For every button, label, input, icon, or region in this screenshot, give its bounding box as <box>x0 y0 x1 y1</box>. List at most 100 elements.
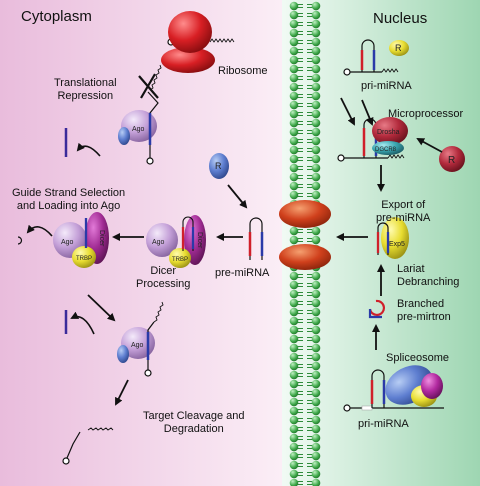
phospholipid-head <box>311 397 321 407</box>
arrow-to-degradation <box>115 379 129 406</box>
phospholipid-head <box>311 19 321 29</box>
phospholipid-head <box>289 181 299 191</box>
phospholipid-head <box>289 478 299 486</box>
svg-text:Dicer: Dicer <box>196 232 203 249</box>
phospholipid-head <box>311 163 321 173</box>
r-protein-cytoplasm: R <box>209 153 229 179</box>
spliceosome-label: Spliceosome <box>386 352 449 364</box>
phospholipid-head <box>289 280 299 290</box>
svg-text:TRBP: TRBP <box>76 256 92 262</box>
phospholipid-head <box>289 334 299 344</box>
svg-text:Ago: Ago <box>131 342 144 349</box>
arrow-guide-to-cleavage <box>87 294 116 322</box>
pri-mirna-bottom-label: pri-miRNA <box>358 418 409 430</box>
arrow-pri-to-microprocessor-a <box>340 97 355 126</box>
phospholipid-head <box>289 10 299 20</box>
phospholipid-head <box>311 82 321 92</box>
phospholipid-head <box>311 316 321 326</box>
phospholipid-head <box>289 127 299 137</box>
phospholipid-head <box>311 307 321 317</box>
microprocessor-label: Microprocessor <box>388 108 464 120</box>
phospholipid-head <box>311 10 321 20</box>
phospholipid-head <box>311 136 321 146</box>
phospholipid-head <box>289 424 299 434</box>
phospholipid-head <box>289 73 299 83</box>
phospholipid-head <box>289 100 299 110</box>
svg-text:TRBP: TRBP <box>172 257 188 263</box>
phospholipid-head <box>289 19 299 29</box>
phospholipid-head <box>289 469 299 479</box>
drosha <box>372 117 408 145</box>
lariat-debranching-label: Lariat Debranching <box>397 263 460 288</box>
phospholipid-head <box>311 433 321 443</box>
phospholipid-head <box>289 46 299 56</box>
arrow-r-release <box>227 184 248 209</box>
svg-text:DGCR8: DGCR8 <box>375 147 397 153</box>
phospholipid-head <box>311 388 321 398</box>
exportin5-complex: Exp5 <box>376 217 409 259</box>
phospholipid-head <box>289 271 299 281</box>
phospholipid-head <box>311 1 321 11</box>
phospholipid-head <box>289 388 299 398</box>
phospholipid-head <box>289 325 299 335</box>
phospholipid-head <box>311 343 321 353</box>
dicer-dicer-processing <box>184 215 206 265</box>
phospholipid-head <box>311 109 321 119</box>
phospholipid-head <box>311 100 321 110</box>
discard-arrow-3 <box>70 311 95 335</box>
svg-text:R: R <box>215 161 222 171</box>
dicer-processing-label: Dicer Processing <box>136 265 191 290</box>
spliceosome-magenta <box>421 373 443 399</box>
ribosome-small-subunit <box>161 47 215 73</box>
phospholipid-head <box>289 433 299 443</box>
phospholipid-head <box>289 235 299 245</box>
phospholipid-head <box>311 55 321 65</box>
translational-repression-mrna: Ago <box>118 64 162 165</box>
phospholipid-head <box>311 73 321 83</box>
ago-target-complex: Ago <box>117 301 164 377</box>
phospholipid-head <box>289 397 299 407</box>
phospholipid-head <box>289 298 299 308</box>
phospholipid-head <box>311 460 321 470</box>
phospholipid-head <box>289 451 299 461</box>
released-passenger-loop <box>17 236 23 245</box>
cytoplasm-background <box>0 0 282 486</box>
phospholipid-head <box>311 289 321 299</box>
svg-text:R: R <box>395 43 402 53</box>
r-protein-microprocessor: R <box>439 146 465 172</box>
phospholipid-head <box>289 55 299 65</box>
phospholipid-head <box>289 82 299 92</box>
phospholipid-head <box>311 64 321 74</box>
discard-arrow-1 <box>76 142 101 157</box>
export-label: Export of pre-miRNA <box>376 199 431 224</box>
phospholipid-head <box>289 289 299 299</box>
guide-domain-target <box>117 345 129 363</box>
phospholipid-head <box>311 190 321 200</box>
phospholipid-head <box>289 442 299 452</box>
pre-mirna-cytoplasm-label: pre-miRNA <box>215 267 270 279</box>
phospholipid-head <box>311 118 321 128</box>
phospholipid-head <box>289 109 299 119</box>
pri-mirna-top-label: pri-miRNA <box>361 80 412 92</box>
phospholipid-head <box>311 46 321 56</box>
phospholipid-head <box>311 451 321 461</box>
phospholipid-head <box>311 91 321 101</box>
phospholipid-head <box>289 352 299 362</box>
dicer-processing-complex: Ago Dicer TRBP <box>146 215 206 268</box>
ribosome-label: Ribosome <box>218 65 268 77</box>
phospholipid-head <box>289 226 299 236</box>
cleaved-target-fragments <box>62 427 114 465</box>
phospholipid-head <box>289 118 299 128</box>
phospholipid-head <box>311 415 321 425</box>
phospholipid-head <box>289 145 299 155</box>
phospholipid-head <box>311 226 321 236</box>
phospholipid-head <box>289 1 299 11</box>
phospholipid-head <box>311 271 321 281</box>
trbp-guide-loading <box>72 246 96 268</box>
ago-label-1: Ago <box>132 126 145 133</box>
phospholipid-head <box>289 370 299 380</box>
branched-pre-mirtron-label: Branched pre-mirtron <box>397 298 451 323</box>
phospholipid-head <box>289 64 299 74</box>
phospholipid-head <box>311 424 321 434</box>
arrow-pri-to-microprocessor-b <box>361 99 374 126</box>
